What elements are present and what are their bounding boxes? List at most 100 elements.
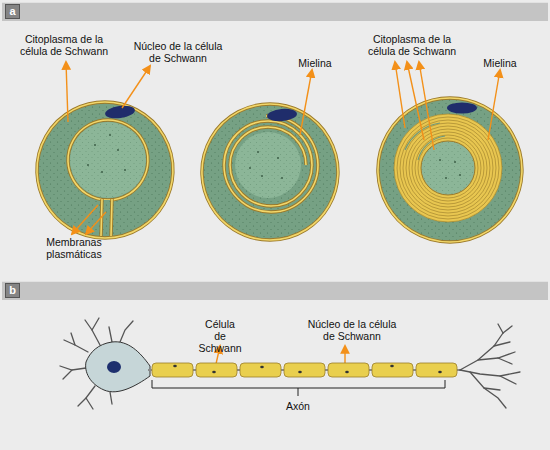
schwann-cell-stage-2 (202, 104, 338, 240)
axon-dots-part (101, 171, 103, 173)
callout-label: Membranas plasmáticas (38, 236, 110, 260)
panel-letter: a (6, 5, 19, 18)
cytoplasm (37, 102, 173, 238)
axon-section (421, 141, 475, 195)
dendrites-part (110, 392, 112, 404)
axon-dots-part (94, 144, 96, 146)
dendrites-part (109, 327, 112, 342)
segment-nuclei-part (390, 365, 394, 367)
axon-dots (249, 151, 283, 179)
myelin-layers (394, 114, 502, 222)
axon-dots-part (459, 174, 461, 176)
axon-terminal-part (478, 352, 515, 360)
axon-dots-part (257, 151, 259, 153)
axon-terminal-part (470, 372, 506, 408)
header-bar (2, 2, 548, 21)
dendrites-part (64, 340, 88, 352)
axon-section (70, 122, 146, 198)
schwann-cell-stage-1-part (37, 102, 173, 238)
segment-nuclei-part (298, 371, 302, 373)
callout-arrows-part (419, 62, 434, 150)
callout-label: Citoplasma de la célula de Schwann (14, 33, 114, 57)
schwann-cell-stage-1 (37, 102, 173, 238)
callout-arrows-part (395, 62, 405, 128)
schwann-nucleus (447, 103, 477, 114)
axon-dots (439, 159, 461, 179)
schwann-cell-stage-1-part (68, 120, 148, 200)
axon-terminal-part (498, 324, 503, 333)
axon-terminal-part (494, 342, 510, 346)
callout-arrows-part (488, 70, 500, 140)
axon-terminal (460, 324, 520, 408)
cytoplasm (202, 104, 338, 240)
myelin-layers-part (406, 126, 490, 210)
axon-dots-part (87, 164, 89, 166)
neuron-nucleus (107, 361, 121, 373)
myelin-layers-part (394, 114, 502, 222)
myelin-sheath (394, 114, 502, 222)
callout-label: Citoplasma de la célula de Schwann (362, 33, 462, 57)
segment-nuclei (173, 365, 442, 373)
callout-label: Mielina (293, 57, 337, 69)
myelin-layers-part (400, 120, 496, 216)
axon-terminal-part (498, 358, 512, 364)
schwann-cell-stage-1-part (68, 120, 148, 200)
schwann-segments-part (328, 363, 369, 377)
schwann-cell-stage-1-part (101, 199, 112, 236)
dendrites-part (86, 398, 93, 409)
panel-letter: b (6, 284, 19, 297)
myelin-layers-part (409, 129, 487, 207)
myelin-layers-part (412, 132, 484, 204)
dendrites-part (92, 318, 99, 330)
segment-nuclei-part (173, 365, 177, 367)
schwann-cell-stage-2-part (202, 104, 338, 240)
myelin-layers-part (403, 123, 493, 213)
cell-body (86, 342, 150, 392)
dendrites-part (63, 370, 72, 379)
header-edge (2, 281, 548, 282)
axon-dots-part (277, 157, 279, 159)
axon-terminal-part (503, 326, 512, 333)
axon-dots-part (261, 175, 263, 177)
schwann-segments-part (240, 363, 281, 377)
dendrites-part (60, 366, 86, 370)
callout-label: Axón (280, 400, 316, 412)
axon-dots-part (109, 134, 111, 136)
neuron (60, 318, 520, 409)
dendrites-part (71, 333, 75, 345)
schwann-cell-stage-2-part (224, 116, 318, 212)
schwann-segments-part (372, 363, 413, 377)
schwann-segments-part (152, 363, 193, 377)
callout-label: Núcleo de la célula de Schwann (302, 318, 402, 342)
dendrites-part (120, 321, 133, 342)
cytoplasm (378, 98, 522, 242)
axon-dots-part (281, 177, 283, 179)
myelin-layers-part (397, 117, 499, 219)
axon-terminal-part (484, 388, 500, 390)
schwann-nucleus (104, 104, 135, 120)
axon-dots-part (454, 161, 456, 163)
segment-nuclei-part (438, 371, 442, 373)
axon-dots-part (445, 177, 447, 179)
axon-terminal-part (500, 376, 516, 384)
schwann-segments-part (196, 363, 237, 377)
dendrites-part (85, 320, 100, 345)
panel-letter-box: a (5, 4, 20, 19)
schwann-segments-part (416, 363, 457, 377)
mesaxon (103, 200, 110, 236)
segment-nuclei-part (260, 366, 264, 368)
panel-header (2, 2, 548, 300)
myelin-layers-part (418, 138, 478, 198)
axon-dots-part (439, 159, 441, 161)
callout-arrows-part (86, 212, 106, 234)
schwann-cell-stage-3-part (378, 98, 522, 242)
schwann-cell-stage-2-part (202, 104, 338, 240)
callout-arrows-part (122, 66, 150, 108)
axon-dots-part (249, 167, 251, 169)
callout-arrows-part (66, 62, 68, 122)
axon-section (235, 132, 301, 198)
header-bar (2, 281, 548, 300)
